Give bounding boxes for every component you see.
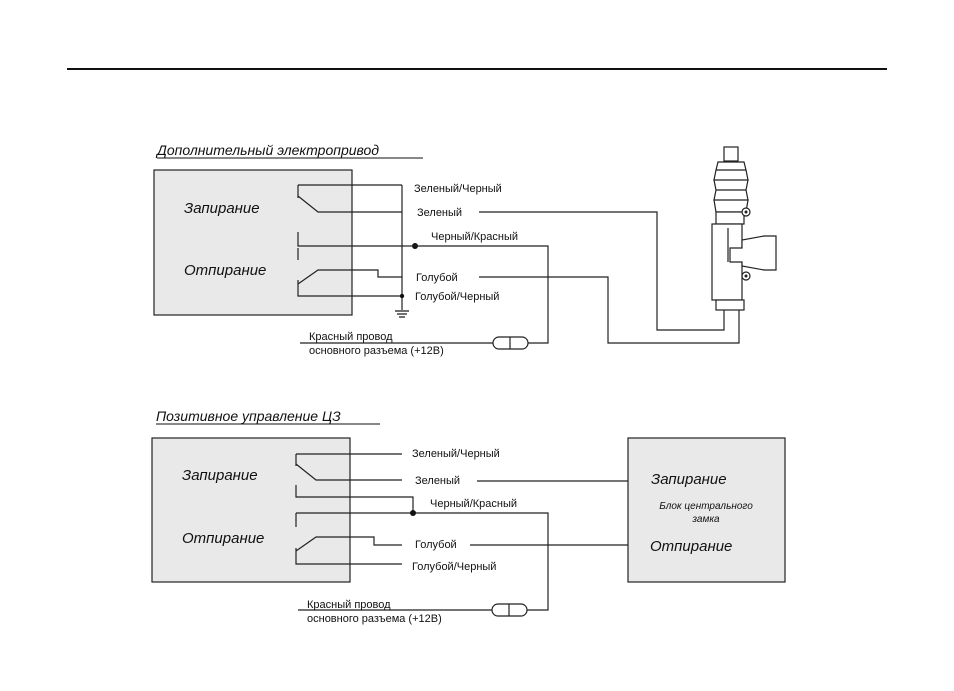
central-lock-unit-box: [627, 437, 786, 583]
unit-lock-label: Запирание: [651, 471, 727, 488]
junction-dot-2: [410, 510, 416, 516]
power-wire-1: [415, 245, 549, 344]
section-2-title: Позитивное управление ЦЗ: [156, 408, 341, 424]
wire-blue-black-1: Голубой/Черный: [415, 291, 499, 303]
green-wire-to-actuator: [479, 211, 725, 331]
wire-blue-black-2: Голубой/Черный: [412, 561, 496, 573]
unlock-relay-2: [295, 513, 402, 565]
fuse-2: [491, 603, 528, 617]
unlock-relay-1: [297, 248, 402, 297]
lock-label-2: Запирание: [182, 467, 258, 484]
power-label-1b: основного разъема (+12В): [309, 345, 444, 357]
lock-relay-1: [297, 184, 402, 247]
wire-black-red-2: Черный/Красный: [430, 498, 517, 510]
power-label-1a: Красный провод: [309, 331, 393, 343]
wire-green-2: Зеленый: [415, 475, 460, 487]
unlock-label-2: Отпирание: [182, 530, 264, 547]
lock-relay-2: [295, 453, 414, 513]
wire-green-black-2: Зеленый/Черный: [412, 448, 500, 460]
blue-wire-to-actuator: [479, 276, 740, 344]
alarm-relay-box-2: [151, 437, 351, 583]
section-1-title: Дополнительный электропривод: [155, 142, 379, 158]
wire-green-1: Зеленый: [417, 207, 462, 219]
alarm-relay-box-1: [153, 169, 353, 316]
wire-green-black-1: Зеленый/Черный: [414, 183, 502, 195]
lock-label-1: Запирание: [184, 200, 260, 217]
unit-name-line1: Блок центрального: [659, 501, 753, 512]
fuse-1: [492, 336, 529, 350]
section-2-central-lock: Позитивное управление ЦЗ Запирание Отпир…: [151, 408, 786, 625]
wire-blue-2: Голубой: [415, 539, 457, 551]
wire-black-red-1: Черный/Красный: [431, 231, 518, 243]
unit-unlock-label: Отпирание: [650, 538, 732, 555]
section-1-actuator: Дополнительный электропривод Запирание О…: [153, 142, 777, 357]
ground-node-1: [399, 293, 405, 299]
power-label-2a: Красный провод: [307, 599, 391, 611]
ground-symbol-1: [395, 310, 409, 318]
actuator-icon: [711, 146, 777, 311]
power-label-2b: основного разъема (+12В): [307, 613, 442, 625]
wire-blue-1: Голубой: [416, 272, 458, 284]
unit-name-line2: замка: [691, 514, 720, 525]
unlock-label-1: Отпирание: [184, 262, 266, 279]
power-wire-2: [296, 512, 549, 611]
